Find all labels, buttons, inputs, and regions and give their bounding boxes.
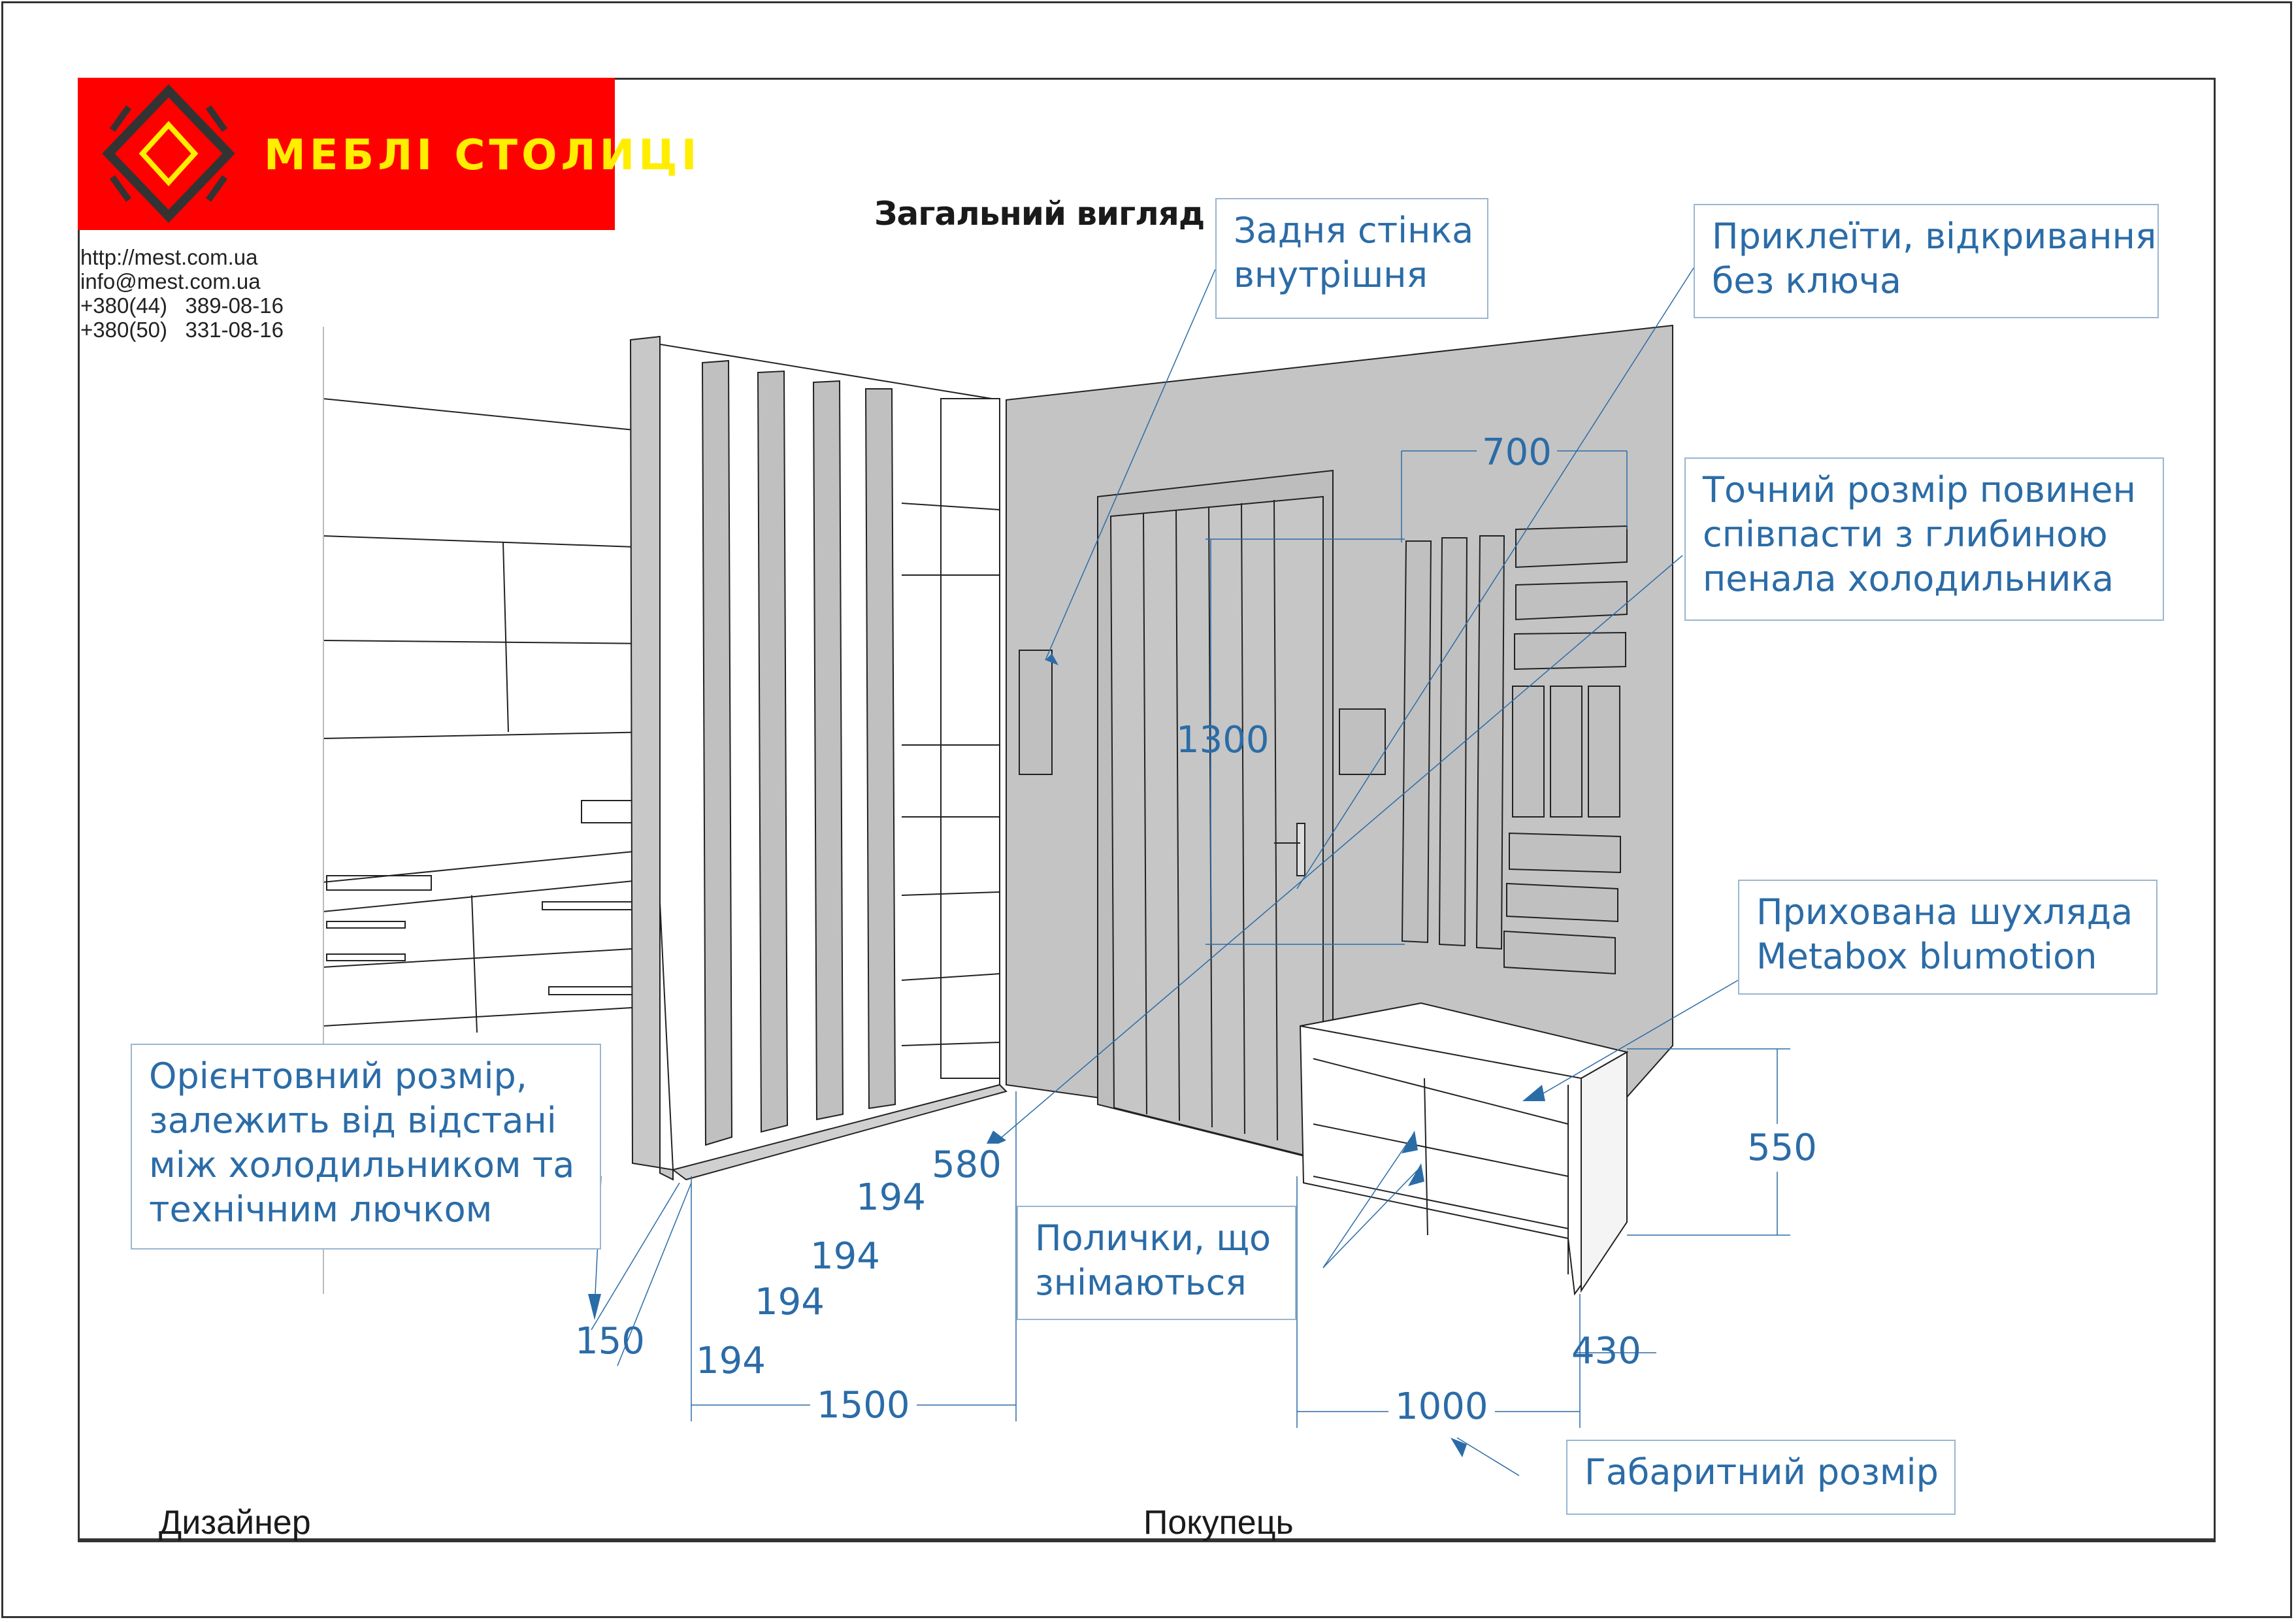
- kitchen-background: [322, 398, 654, 1033]
- dim-bench-depth: 430: [1571, 1330, 1641, 1372]
- contact-info: http://mest.com.ua info@mest.com.ua +380…: [80, 245, 284, 342]
- callout-removable-shelves: Полички, що знімаються: [1017, 1206, 1296, 1320]
- dim-slat-2: 194: [810, 1235, 880, 1278]
- callout-text: без ключа: [1712, 260, 1901, 301]
- logo: МЕБЛІ СТОЛИЦІ: [78, 78, 697, 230]
- dim-partition-depth: 150: [575, 1320, 645, 1363]
- dim-slat-1: 194: [856, 1176, 926, 1219]
- website-link[interactable]: http://mest.com.ua: [80, 245, 258, 269]
- phone-1: +380(44) 389-08-16: [80, 293, 284, 318]
- phone-2: +380(50) 331-08-16: [80, 318, 284, 342]
- callout-text: співпасти з глибиною: [1703, 514, 2108, 555]
- callout-text: між холодильником та: [149, 1144, 575, 1185]
- dim-shelf-depth: 580: [928, 1144, 1006, 1186]
- dim-bench-height: 550: [1743, 1124, 1821, 1172]
- callout-text: Габаритний розмір: [1584, 1451, 1939, 1493]
- page-title: Загальний вигляд: [874, 195, 1205, 233]
- designer-label: Дизайнер: [159, 1504, 311, 1542]
- callout-text: Орієнтовний розмір,: [149, 1055, 527, 1097]
- customer-label: Покупець: [1143, 1504, 1294, 1542]
- door: [1097, 469, 1334, 1165]
- callout-text: Точний розмір повинен: [1703, 469, 2136, 510]
- email-link[interactable]: info@mest.com.ua: [80, 269, 261, 293]
- dim-bench-width: 1000: [1388, 1385, 1495, 1428]
- dim-slat-4: 194: [696, 1340, 766, 1382]
- callout-hidden-drawer: Прихована шухляда Metabox blumotion: [1738, 880, 2157, 995]
- callout-approx-size: Орієнтовний розмір, залежить від відстан…: [131, 1044, 601, 1250]
- callout-exact-size: Точний розмір повинен співпасти з глибин…: [1684, 457, 2164, 621]
- callout-text: Приклеїти, відкривання: [1712, 216, 2157, 257]
- callout-text: технічним лючком: [149, 1189, 493, 1230]
- callout-text: Задня стінка: [1234, 210, 1474, 251]
- callout-text: знімаються: [1035, 1262, 1247, 1303]
- shoe-bench: [1299, 1002, 1629, 1296]
- callout-text: пенала холодильника: [1703, 558, 2114, 599]
- callout-text: Полички, що: [1035, 1217, 1271, 1259]
- logo-mark-icon: [102, 84, 235, 223]
- divider: [323, 327, 324, 1294]
- slatted-partition: [629, 335, 1008, 1181]
- dim-slat-3: 194: [755, 1281, 825, 1323]
- drawing-frame: [78, 78, 2216, 1542]
- callout-text: залежить від відстані: [149, 1100, 557, 1141]
- callout-text: внутрішня: [1234, 254, 1428, 295]
- callout-glue: Приклеїти, відкривання без ключа: [1694, 204, 2159, 318]
- dim-panel-height: 1300: [1176, 719, 1270, 761]
- callout-text: Metabox blumotion: [1756, 936, 2097, 977]
- callout-text: Прихована шухляда: [1756, 891, 2133, 933]
- dim-panel-width: 700: [1477, 431, 1557, 474]
- callout-overall-size: Габаритний розмір: [1566, 1440, 1956, 1515]
- dim-partition-width: 1500: [810, 1384, 917, 1427]
- coat-panels: [1339, 525, 1628, 975]
- brand-name: МЕБЛІ СТОЛИЦІ: [264, 131, 701, 180]
- callout-back-wall: Задня стінка внутрішня: [1215, 198, 1488, 319]
